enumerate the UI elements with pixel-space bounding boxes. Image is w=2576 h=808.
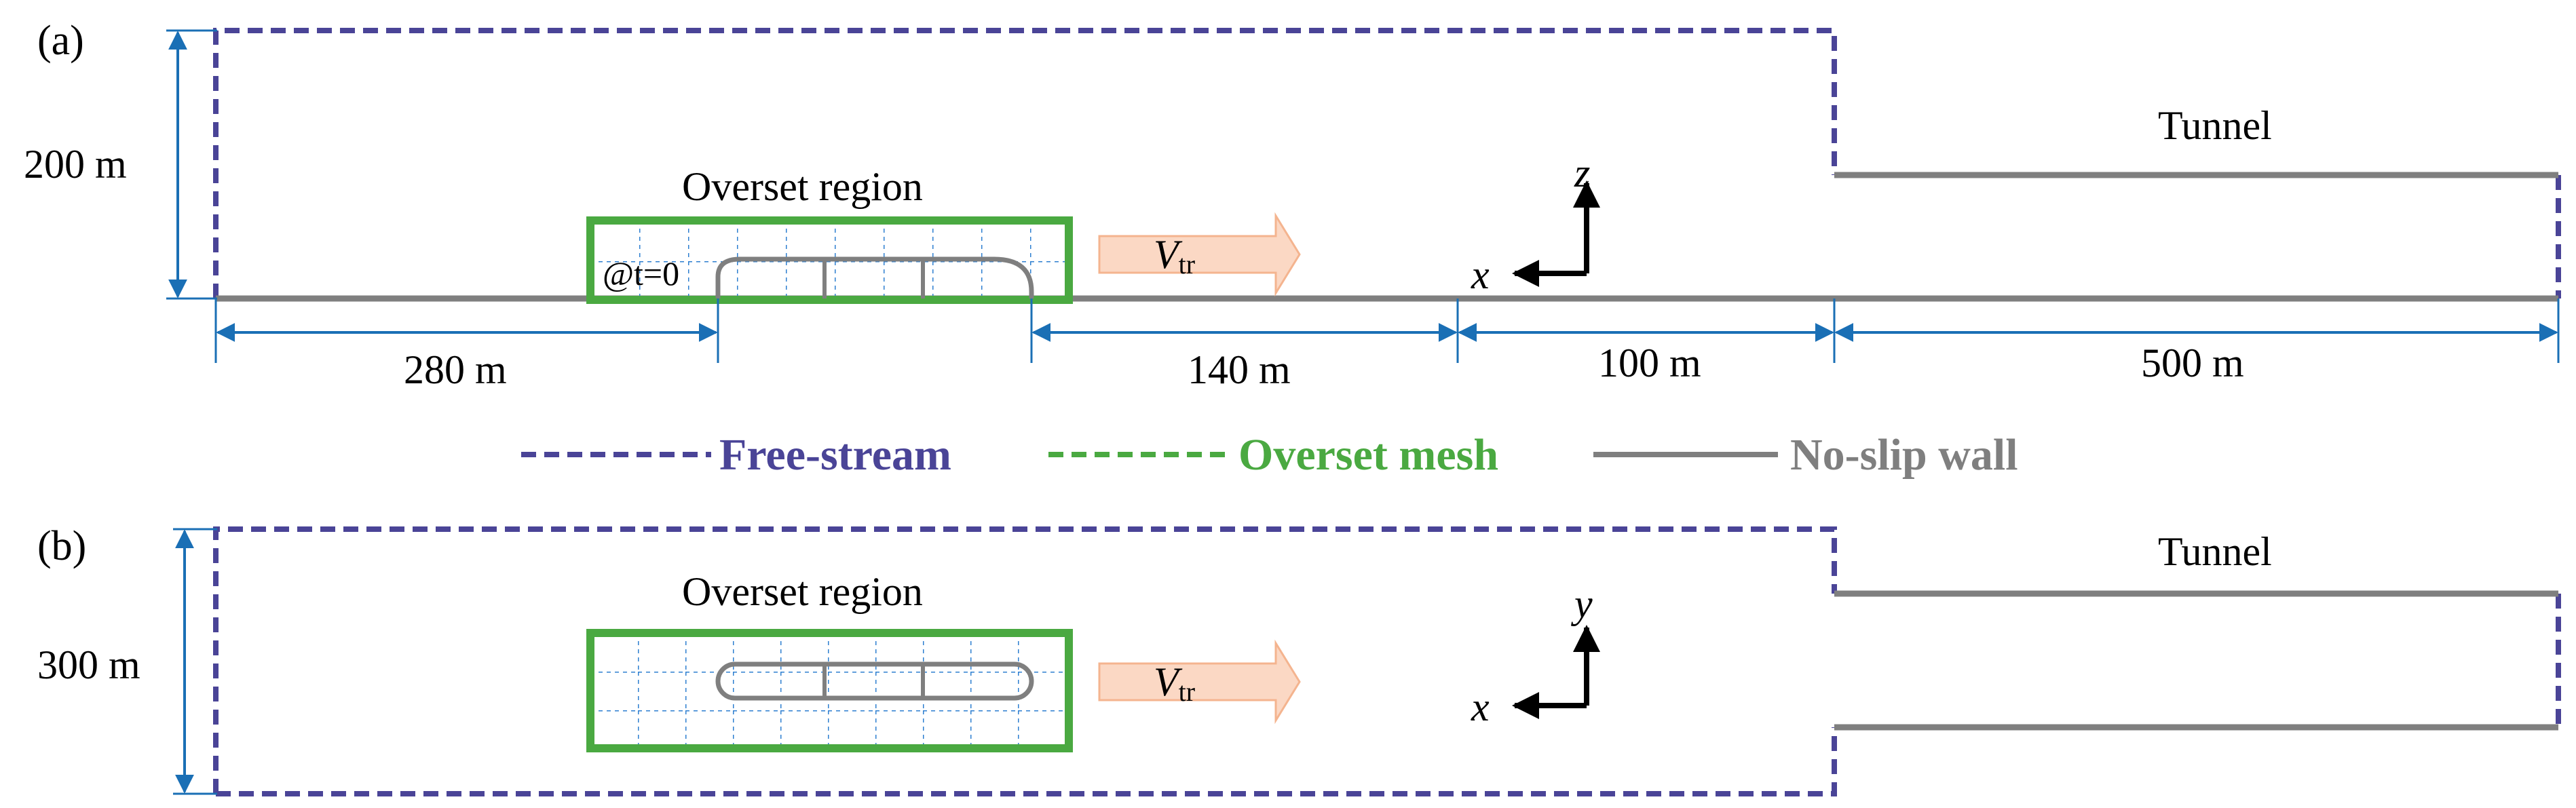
free-stream-top-b bbox=[213, 526, 1837, 794]
tunnel-label-a: Tunnel bbox=[2158, 103, 2272, 148]
z-axis-label: z bbox=[1574, 151, 1590, 195]
height-dim-label-a: 200 m bbox=[24, 142, 127, 187]
horizontal-dimensions-a: 280 m 140 m 100 m 500 m bbox=[214, 299, 2560, 392]
tunnel-label-b: Tunnel bbox=[2158, 529, 2272, 574]
legend-free-stream-label: Free-stream bbox=[719, 430, 951, 480]
overset-title-a: Overset region bbox=[682, 164, 923, 209]
dim-label-4: 500 m bbox=[2141, 341, 2244, 385]
panel-b: (b) Overset region Vtr y x Tunnel 300 m bbox=[37, 523, 2561, 796]
legend-no-slip-wall-label: No-slip wall bbox=[1790, 430, 2018, 480]
initial-time-marker: @t=0 bbox=[603, 254, 679, 292]
panel-a-label: (a) bbox=[37, 18, 84, 64]
dim-label-2: 140 m bbox=[1188, 347, 1291, 392]
panel-a: (a) Overset region @t=0 Vtr z x Tunnel 2… bbox=[24, 18, 2561, 392]
train-velocity-arrow-a bbox=[1098, 212, 1301, 297]
overset-region-a bbox=[586, 216, 1073, 304]
overset-title-b: Overset region bbox=[682, 569, 923, 614]
overset-grid-b bbox=[590, 633, 1069, 748]
train-top-view bbox=[715, 661, 1034, 701]
panel-b-label: (b) bbox=[37, 523, 86, 569]
y-axis-label: y bbox=[1570, 581, 1593, 626]
velocity-label-a: Vtr bbox=[1154, 232, 1195, 280]
train-side-view bbox=[715, 256, 1034, 299]
dim-label-1: 280 m bbox=[404, 347, 507, 392]
x-axis-label-a: x bbox=[1471, 252, 1490, 297]
height-dim-label-b: 300 m bbox=[37, 642, 140, 687]
free-stream-bottom-b bbox=[216, 727, 1837, 796]
train-velocity-arrow-b bbox=[1098, 639, 1301, 725]
x-axis-label-b: x bbox=[1471, 685, 1490, 729]
legend-overset-mesh-label: Overset mesh bbox=[1238, 430, 1498, 480]
overset-region-b bbox=[586, 629, 1073, 752]
dim-label-3: 100 m bbox=[1598, 341, 1701, 385]
velocity-label-b: Vtr bbox=[1154, 659, 1195, 707]
legend: Free-stream Overset mesh No-slip wall bbox=[521, 430, 2018, 480]
